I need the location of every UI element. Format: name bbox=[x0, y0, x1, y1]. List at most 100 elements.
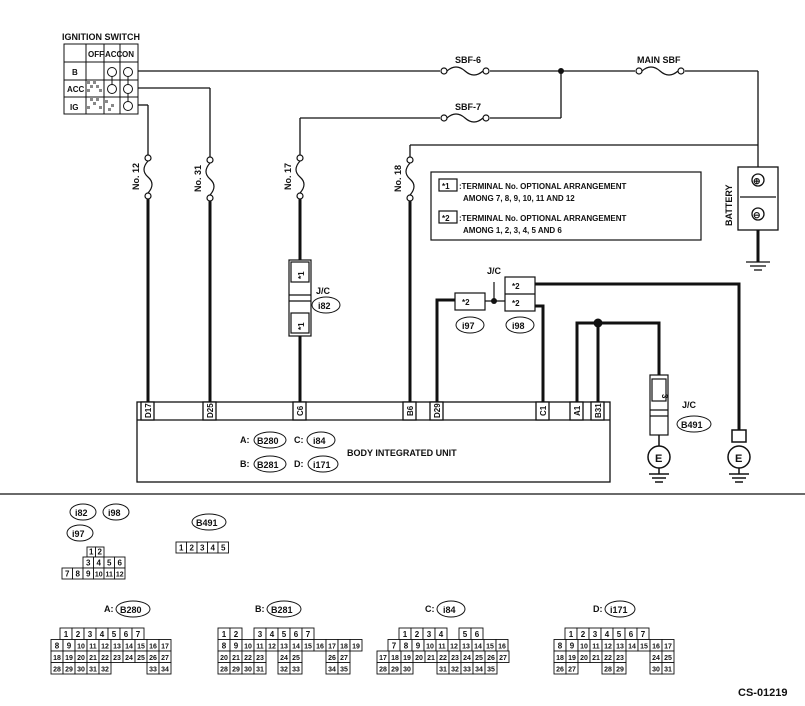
i84-pin-label: 20 bbox=[415, 655, 423, 662]
b281-pin-label: 4 bbox=[270, 630, 275, 639]
b281-pin-label: 19 bbox=[352, 644, 360, 651]
i82-pin-label: 11 bbox=[106, 572, 114, 579]
b281-pin-label: 26 bbox=[328, 655, 336, 662]
b281-pin-label: 23 bbox=[256, 655, 264, 662]
jc-i82-connector bbox=[288, 259, 312, 337]
i84-pin-label: 19 bbox=[403, 655, 411, 662]
b281-pin-label: 1 bbox=[222, 630, 227, 639]
i84-pin-label: 29 bbox=[391, 667, 399, 674]
conn-i97-oval bbox=[66, 524, 94, 542]
i82-pin-label: 10 bbox=[95, 572, 103, 579]
b281-pin-cell bbox=[337, 662, 351, 675]
b281-pin-label: 34 bbox=[328, 667, 336, 674]
i171-pin-label: 26 bbox=[556, 667, 564, 674]
i84-pin-label: 3 bbox=[427, 630, 432, 639]
term-b6: B6 bbox=[406, 405, 415, 416]
i171-pin-label: 23 bbox=[616, 655, 624, 662]
b281-pin-label: 16 bbox=[316, 644, 324, 651]
conn-d-name: i171 bbox=[610, 605, 628, 615]
body-unit-title: BODY INTEGRATED UNIT bbox=[347, 448, 457, 458]
i84-pin-label: 16 bbox=[498, 644, 506, 651]
i84-pin-label: 1 bbox=[403, 630, 408, 639]
legend-key1: *1 bbox=[442, 182, 450, 191]
b281-pin-label: 20 bbox=[220, 655, 228, 662]
b281-pin-label: 25 bbox=[292, 655, 300, 662]
i82-pin-label: 4 bbox=[97, 559, 102, 568]
b280-pin-label: 23 bbox=[113, 655, 121, 662]
b280-pin-label: 28 bbox=[53, 667, 61, 674]
b280-pin-label: 17 bbox=[161, 644, 169, 651]
legend-text2b: AMONG 1, 2, 3, 4, 5 AND 6 bbox=[463, 226, 562, 235]
b280-pin-label: 15 bbox=[137, 644, 145, 651]
b280-pin-label: 34 bbox=[161, 667, 169, 674]
i82-pin-label: 9 bbox=[86, 570, 91, 579]
jc-i82-ref-oval bbox=[311, 296, 341, 314]
i171-pin-label: 20 bbox=[580, 655, 588, 662]
b281-pin-label: 31 bbox=[256, 667, 264, 674]
b280-pin-label: 21 bbox=[89, 655, 97, 662]
i171-pin-label: 7 bbox=[641, 630, 646, 639]
b280-pin-label: 26 bbox=[149, 655, 157, 662]
jc-i98-star2-top: *2 bbox=[512, 282, 520, 291]
b281-pin-label: 3 bbox=[258, 630, 263, 639]
jc-i97-ref-oval bbox=[455, 316, 485, 334]
jc-i82-star1-top: *1 bbox=[297, 271, 306, 279]
i82-pin-cell bbox=[114, 567, 126, 580]
b281-pin-label: 32 bbox=[280, 667, 288, 674]
b280-pin-label: 27 bbox=[161, 655, 169, 662]
ignition-switch-contacts bbox=[107, 67, 133, 111]
bu-map-d: D: bbox=[294, 459, 304, 469]
b280-pin-cell bbox=[158, 662, 172, 675]
term-d25: D25 bbox=[206, 403, 215, 418]
battery-minus-icon: ⊖ bbox=[753, 210, 761, 220]
legend-text1a: :TERMINAL No. OPTIONAL ARRANGEMENT bbox=[459, 182, 627, 191]
i84-pin-label: 23 bbox=[451, 655, 459, 662]
i171-pin-cell bbox=[661, 662, 675, 675]
jc-i98-star2-bottom: *2 bbox=[512, 299, 520, 308]
conn-a-name: B280 bbox=[120, 605, 142, 615]
i171-pin-label: 10 bbox=[580, 644, 588, 651]
b281-pin-label: 30 bbox=[244, 667, 252, 674]
b280-pin-label: 12 bbox=[101, 644, 109, 651]
i171-pin-label: 18 bbox=[556, 655, 564, 662]
i82-pin-label: 3 bbox=[86, 559, 91, 568]
i82-pin-label: 5 bbox=[107, 559, 112, 568]
i171-pin-cell bbox=[565, 662, 579, 675]
b280-pin-label: 8 bbox=[55, 642, 60, 651]
bu-map-d-oval bbox=[307, 455, 339, 473]
i84-pin-label: 18 bbox=[391, 655, 399, 662]
i84-pin-label: 9 bbox=[416, 642, 421, 651]
b281-pin-label: 9 bbox=[234, 642, 239, 651]
bu-map-b-conn: B281 bbox=[257, 460, 279, 470]
i84-pin-label: 30 bbox=[403, 667, 411, 674]
i171-pin-label: 9 bbox=[570, 642, 575, 651]
legend-text1b: AMONG 7, 8, 9, 10, 11 AND 12 bbox=[463, 194, 575, 203]
b281-pin-label: 2 bbox=[234, 630, 239, 639]
b281-pin-label: 29 bbox=[232, 667, 240, 674]
term-d29: D29 bbox=[433, 403, 442, 418]
bu-map-c-oval bbox=[306, 431, 336, 449]
b280-pin-cell bbox=[98, 662, 112, 675]
ground-symbols bbox=[647, 429, 751, 483]
i84-pin-label: 35 bbox=[487, 667, 495, 674]
i171-pin-label: 13 bbox=[616, 644, 624, 651]
i84-pin-label: 25 bbox=[475, 655, 483, 662]
i84-pin-label: 2 bbox=[415, 630, 420, 639]
i171-pin-label: 30 bbox=[652, 667, 660, 674]
bu-map-c: C: bbox=[294, 435, 304, 445]
fuse-main-sbf-label: MAIN SBF bbox=[637, 55, 681, 65]
i84-pin-cell bbox=[484, 662, 498, 675]
jc-i97-label: J/C bbox=[487, 266, 502, 276]
ign-row-b: B bbox=[72, 68, 78, 77]
i84-pin-label: 7 bbox=[392, 642, 397, 651]
ign-col-off: OFF bbox=[88, 50, 104, 59]
i171-pin-label: 2 bbox=[581, 630, 586, 639]
ground-label-1: E bbox=[655, 453, 662, 465]
b280-pin-label: 1 bbox=[64, 630, 69, 639]
jc-b491-connector bbox=[649, 374, 669, 436]
battery-plus-icon: ⊕ bbox=[753, 176, 761, 186]
b491-pin-cell bbox=[217, 541, 229, 554]
i84-pin-label: 4 bbox=[439, 630, 444, 639]
